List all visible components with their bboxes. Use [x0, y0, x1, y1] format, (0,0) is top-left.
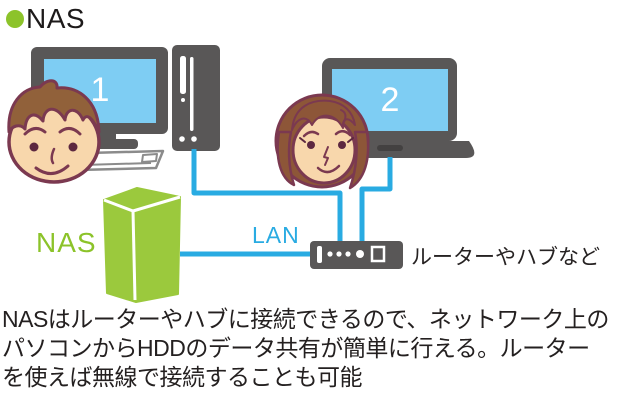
nas-device-label: NAS: [36, 227, 97, 258]
green-bullet-icon: [6, 10, 24, 28]
woman-avatar: [274, 93, 370, 190]
page-title: NAS: [26, 3, 86, 34]
caption-line-1: NASはルーターやハブに接続できるので、ネットワーク上の: [2, 306, 609, 332]
caption-line-2: パソコンからHDDのデータ共有が簡単に行える。ルーター: [2, 335, 590, 361]
cable-desktop-to-router: [191, 149, 343, 243]
pc2-screen-number: 2: [380, 80, 400, 119]
caption-line-3: を使えば無線で接続することも可能: [2, 364, 363, 390]
router: [310, 241, 403, 269]
heading: NAS: [6, 3, 85, 35]
caption: NASはルーターやハブに接続できるので、ネットワーク上の パソコンからHDDのデ…: [2, 305, 640, 392]
router-device-label: ルーターやハブなど: [411, 246, 600, 269]
keyboard: [76, 149, 165, 172]
cable-laptop-to-router: [359, 157, 393, 243]
man-avatar: [7, 79, 101, 184]
lan-cable-label: LAN: [252, 222, 300, 248]
nas-box: [103, 187, 181, 303]
desktop-tower: [172, 45, 220, 151]
pc1-screen-number: 1: [90, 70, 110, 109]
lan-cables: [180, 149, 393, 257]
